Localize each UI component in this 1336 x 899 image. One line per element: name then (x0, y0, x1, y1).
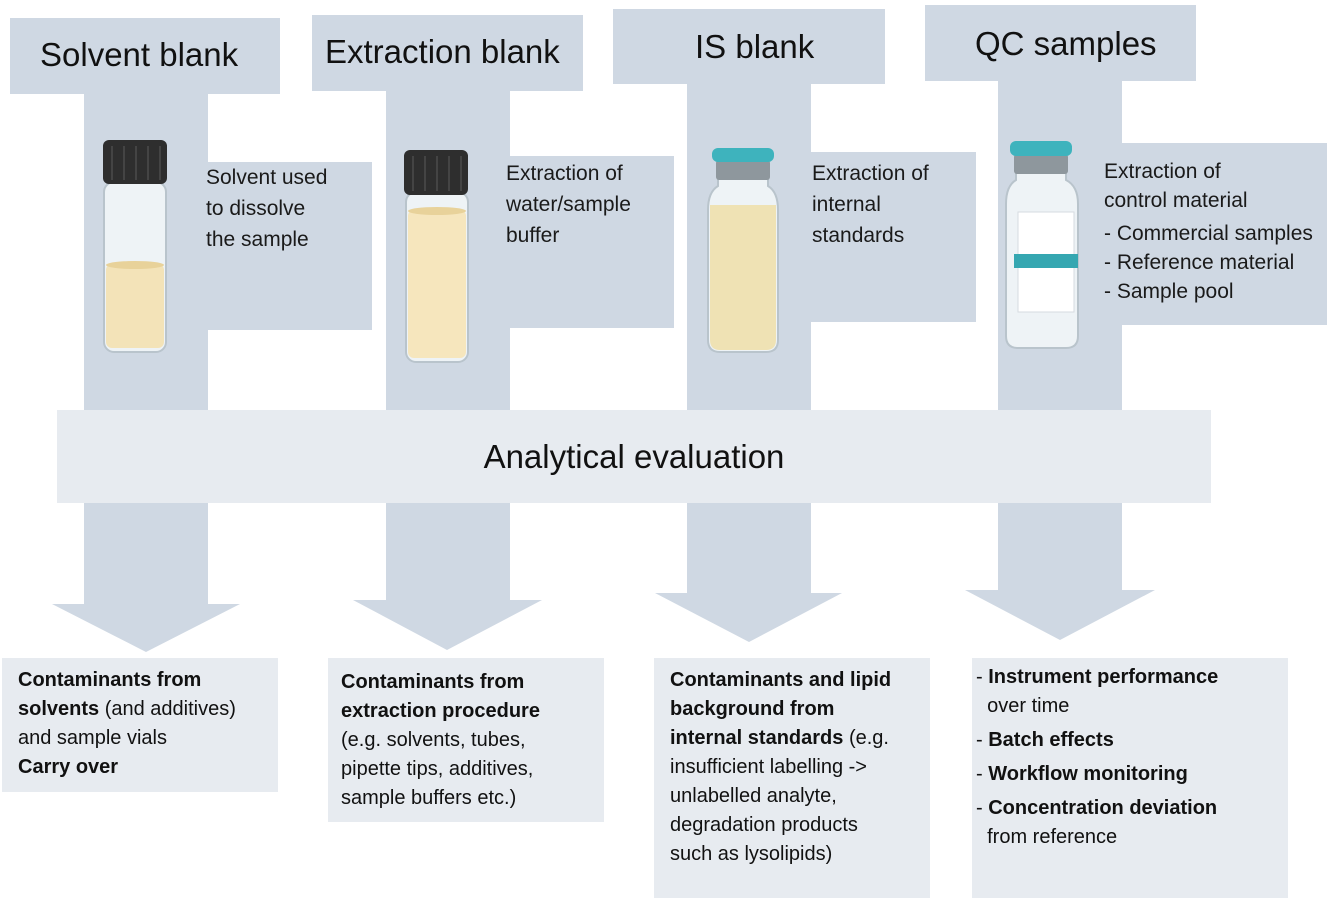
outcome-text: pipette tips, additives, (341, 758, 534, 780)
analytical-evaluation-band: Analytical evaluation (57, 410, 1211, 503)
description-line: internal (812, 193, 881, 216)
outcome-text: (and additives) (99, 698, 236, 720)
outcome-line: Contaminants from (18, 666, 278, 695)
description-line: control material (1104, 189, 1248, 212)
qc-samples-desc-box (1095, 143, 1327, 325)
analytical-evaluation-label: Analytical evaluation (483, 437, 785, 475)
is-blank-description: Extraction of internal standards (812, 158, 929, 251)
is-blank-desc-box (802, 152, 976, 322)
outcome-text: such as lysolipids) (670, 843, 833, 865)
description-line: Solvent used (206, 166, 328, 189)
description-line: to dissolve (206, 197, 306, 220)
outcome-bold-text: Carry over (18, 756, 119, 778)
outcome-line: and sample vials (18, 724, 278, 753)
outcome-line: Contaminants from (341, 668, 604, 697)
is-blank-header-box (613, 9, 885, 84)
description-line: Extraction of (812, 162, 929, 185)
outcome-line: (e.g. solvents, tubes, (341, 726, 604, 755)
outcome-line: sample buffers etc.) (341, 784, 604, 813)
extraction-blank-title: Extraction blank (325, 33, 560, 70)
outcome-bold-text: Contaminants and lipid (670, 669, 892, 691)
description-line: Extraction of (506, 162, 623, 185)
description-line: Extraction of (1104, 160, 1221, 183)
outcome-line: such as lysolipids) (670, 840, 930, 869)
qc-list-item: - Reference material (1104, 251, 1295, 274)
qc-samples-arrow (965, 503, 1155, 640)
outcome-line: over time (976, 692, 1288, 721)
outcome-text: - (976, 763, 989, 785)
qc-samples-title: QC samples (975, 25, 1157, 62)
is-blank-outcome: Contaminants and lipid background from int… (654, 658, 930, 898)
outcome-text: - (976, 797, 989, 819)
outcome-text: - (976, 729, 989, 751)
outcome-line: pipette tips, additives, (341, 755, 604, 784)
outcome-bold-text: Contaminants from (18, 669, 202, 691)
outcome-bold-text: Contaminants from (341, 671, 525, 693)
description-line: standards (812, 224, 905, 247)
outcome-text: sample buffers etc.) (341, 787, 517, 809)
outcome-line: extraction procedure (341, 697, 604, 726)
outcome-line: insufficient labelling -> (670, 753, 930, 782)
solvent-blank-outcome: Contaminants from solvents (and additives… (2, 658, 278, 792)
is-blank-title: IS blank (695, 28, 815, 65)
outcome-text: (e.g. (843, 727, 889, 749)
outcome-line: unlabelled analyte, (670, 782, 930, 811)
description-line: the sample (206, 228, 309, 251)
qc-samples-header-box (925, 5, 1196, 81)
outcome-text: insufficient labelling -> (670, 756, 867, 778)
qc-list-item: - Sample pool (1104, 280, 1234, 303)
qc-samples-outcome: - Instrument performance over time - Batc… (972, 658, 1288, 898)
solvent-blank-title: Solvent blank (40, 36, 239, 73)
solvent-blank-header-box (10, 18, 280, 94)
extraction-blank-outcome: Contaminants from extraction procedure (e.… (328, 658, 604, 822)
outcome-line: Carry over (18, 753, 278, 782)
solvent-blank-description: Solvent used to dissolve the sample (206, 162, 327, 255)
screw-cap-vial-icon (103, 140, 167, 353)
outcome-line: internal standards (e.g. (670, 724, 930, 753)
outcome-text: and sample vials (18, 727, 167, 749)
qc-samples-description: Extraction of control material - Commerc… (1104, 157, 1313, 306)
outcome-bold-text: solvents (18, 698, 100, 720)
outcome-line: - Instrument performance (976, 663, 1288, 692)
outcome-line: - Batch effects (976, 726, 1288, 755)
solvent-blank-desc-box (198, 162, 372, 330)
outcome-line: from reference (976, 823, 1288, 852)
solvent-blank-arrow (52, 503, 240, 652)
outcome-text: degradation products (670, 814, 858, 836)
description-line: buffer (506, 224, 560, 247)
outcome-bold-text: extraction procedure (341, 700, 540, 722)
outcome-bold-text: internal standards (670, 727, 844, 749)
outcome-bold-text: Concentration deviation (988, 797, 1218, 819)
outcome-line: solvents (and additives) (18, 695, 278, 724)
outcome-bold-text: Workflow monitoring (988, 763, 1188, 785)
extraction-blank-desc-box (500, 156, 674, 328)
outcome-text: (e.g. solvents, tubes, (341, 729, 526, 751)
outcome-line: - Concentration deviation (976, 794, 1288, 823)
crimp-cap-vial-icon (707, 148, 779, 353)
extraction-blank-arrow (353, 503, 542, 650)
labelled-crimp-cap-vial-icon (1005, 141, 1079, 349)
qc-list-item: - Commercial samples (1104, 222, 1313, 245)
extraction-blank-header-box (312, 15, 583, 91)
outcome-text: from reference (976, 826, 1118, 848)
extraction-blank-description: Extraction of water/sample buffer (506, 158, 631, 251)
outcome-bold-text: Instrument performance (988, 666, 1219, 688)
outcome-text: over time (976, 695, 1070, 717)
outcome-text: unlabelled analyte, (670, 785, 837, 807)
outcome-line: background from (670, 695, 930, 724)
outcome-text: - (976, 666, 989, 688)
outcome-line: Contaminants and lipid (670, 666, 930, 695)
outcome-line: degradation products (670, 811, 930, 840)
screw-cap-vial-icon (404, 150, 469, 363)
is-blank-arrow (655, 503, 842, 642)
outcome-bold-text: Batch effects (988, 729, 1114, 751)
description-line: water/sample (506, 193, 631, 216)
outcome-line: - Workflow monitoring (976, 760, 1288, 789)
outcome-bold-text: background from (670, 698, 835, 720)
